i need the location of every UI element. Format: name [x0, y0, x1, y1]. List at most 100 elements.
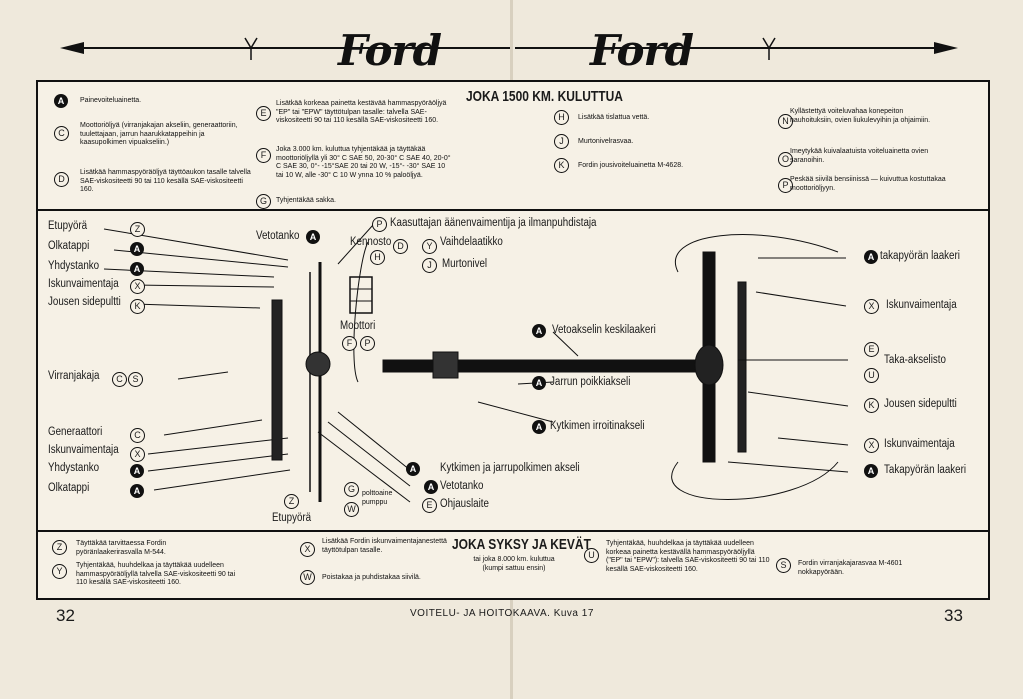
key-Z-etupyora-bottom: Z [284, 494, 299, 509]
key-X: X [300, 542, 315, 557]
key-O: O [778, 152, 793, 167]
item-S: Fordin virranjakajarasvaa M-4601 nokkapy… [798, 560, 903, 576]
ford-logo-right: Ford [590, 26, 694, 75]
page-number-left: 32 [56, 606, 75, 625]
label-takapyoran-laakeri-top: takapyörän laakeri [880, 250, 960, 262]
key-X-rear-bottom: X [864, 438, 879, 453]
label-kaasuttaja: Kaasuttajan äänenvaimentija ja ilmanpuhd… [390, 217, 597, 229]
key-F-moottori: F [342, 336, 357, 351]
label-iskunvaimentaja-bottom: Iskunvaimentaja [48, 444, 119, 456]
divider-bottom [38, 530, 988, 532]
label-generaattori: Generaattori [48, 426, 103, 438]
label-olkatappi-bottom: Olkatappi [48, 482, 90, 494]
label-kytkimen-ja-jarrupolkimen-akseli: Kytkimen ja jarrupolkimen akseli [440, 462, 580, 474]
key-C-virranjakaja: C [112, 372, 127, 387]
item-K: Fordin jousivoiteluainetta M-4628. [578, 162, 684, 169]
header-rule-left [70, 47, 510, 49]
key-Y: Y [52, 564, 67, 579]
key-A-yhdystanko-bottom: A [130, 464, 144, 478]
item-O: Imeytykää kuivalaatuista voiteluainetta … [790, 148, 929, 164]
key-C-generaattori: C [130, 428, 145, 443]
divider-top [38, 209, 988, 211]
chassis-diagram [103, 224, 849, 503]
key-A-polkimen: A [406, 462, 420, 476]
key-A-olkatappi-bottom: A [130, 484, 144, 498]
lubrication-chart-frame: JOKA 1500 KM. KULUTTUA A Painevoiteluain… [36, 80, 990, 600]
key-A-vetotanko-top: A [306, 230, 320, 244]
key-Y-vaihde: Y [422, 239, 437, 254]
key-J-murtonivel: J [422, 258, 437, 273]
key-D-vaihde: D [393, 239, 408, 254]
key-W: W [300, 570, 315, 585]
key-X-front-bottom: X [130, 447, 145, 462]
label-moottori: Moottori [340, 320, 376, 332]
item-H: Lisätkää tislattua vettä. [578, 114, 650, 121]
label-vetotanko-bottom: Vetotanko [440, 480, 484, 492]
key-A-vetotanko-bottom: A [424, 480, 438, 494]
item-J: Murtonivelrasvaa. [578, 138, 634, 145]
key-P-kaasuttaja: P [372, 217, 387, 232]
label-murtonivel: Murtonivel [442, 258, 488, 270]
label-jousen-sidepultti: Jousen sidepultti [48, 296, 121, 308]
bottom-heading: JOKA SYKSY JA KEVÄT [452, 536, 591, 553]
top-heading: JOKA 1500 KM. KULUTTUA [466, 88, 623, 105]
item-E: Lisätkää korkeaa painetta kestävää hamma… [276, 100, 447, 124]
key-Z-front: Z [130, 222, 145, 237]
label-polttoaine-pumppu: polttoaine pumppu [362, 490, 393, 506]
key-C: C [54, 126, 69, 141]
key-J: J [554, 134, 569, 149]
bottom-subheading: tai joka 8.000 km. kuluttua (kumpi sattu… [473, 556, 555, 572]
item-G: Tyhjentäkää sakka. [276, 197, 336, 204]
label-iskunvaimentaja-top: Iskunvaimentaja [48, 278, 119, 290]
header-rule-right [515, 47, 945, 49]
label-jarrun-poikkiakseli: Jarrun poikkiakseli [550, 376, 631, 388]
key-A-takapyora-top: A [864, 250, 878, 264]
key-K-rear: K [864, 398, 879, 413]
key-P-moottori: P [360, 336, 375, 351]
label-kytkimen-irroitinakseli: Kytkimen irroitinakseli [550, 420, 645, 432]
key-E-ohjauslaite: E [422, 498, 437, 513]
item-P: Peskää siivilä bensiinissä — kuivuttua k… [790, 176, 946, 192]
label-kennosto: Kennosto [350, 236, 392, 248]
key-H: H [554, 110, 569, 125]
ford-logo-left: Ford [338, 26, 442, 75]
key-P: P [778, 178, 793, 193]
label-etupyora-bottom: Etupyörä [272, 512, 312, 524]
key-U: U [584, 548, 599, 563]
key-N: N [778, 114, 793, 129]
item-A: Painevoiteluainetta. [80, 97, 142, 104]
label-vetotanko-top: Vetotanko [256, 230, 300, 242]
item-F: Joka 3.000 km. kuluttua tyhjentäkää ja t… [276, 146, 451, 179]
label-takapyoran-laakeri-bottom: Takapyörän laakeri [884, 464, 967, 476]
key-X-front-top: X [130, 279, 145, 294]
item-C: Moottoriöljyä (virranjakajan akseliin, g… [80, 122, 238, 146]
item-Z: Täyttäkää tarvittaessa Fordin pyöränlaak… [76, 540, 167, 556]
page-number-right: 33 [944, 606, 963, 625]
key-Z: Z [52, 540, 67, 555]
key-G: G [256, 194, 271, 209]
key-W-pumppu: W [344, 502, 359, 517]
key-A-takapyora-bottom: A [864, 464, 878, 478]
item-X: Lisätkää Fordin iskunvaimentajanestettä … [322, 538, 447, 554]
item-W: Poistakaa ja puhdistakaa siivilä. [322, 574, 421, 581]
figure-caption: VOITELU- JA HOITOKAAVA. Kuva 17 [410, 608, 594, 619]
key-E: E [256, 106, 271, 121]
key-X-rear-top: X [864, 299, 879, 314]
key-S: S [776, 558, 791, 573]
label-virranjakaja: Virranjakaja [48, 370, 100, 382]
key-S-virranjakaja: S [128, 372, 143, 387]
item-Y: Tyhjentäkää, huuhdelkaa ja täyttäkää uud… [76, 562, 236, 586]
key-F: F [256, 148, 271, 163]
key-A-vetoakseli: A [532, 324, 546, 338]
label-ohjauslaite: Ohjauslaite [440, 498, 489, 510]
label-jousen-sidepultti-rear: Jousen sidepultti [884, 398, 957, 410]
item-U: Tyhjentäkää, huuhdelkaa ja täyttäkää uud… [606, 540, 770, 573]
label-etupyora-top: Etupyörä [48, 220, 88, 232]
key-A-olkatappi: A [130, 242, 144, 256]
key-D: D [54, 172, 69, 187]
label-vaihdelaatikko: Vaihdelaatikko [440, 236, 503, 248]
item-D: Lisätkää hammaspyöräöljyä täyttöaukon ta… [80, 169, 251, 193]
key-A: A [54, 94, 68, 108]
